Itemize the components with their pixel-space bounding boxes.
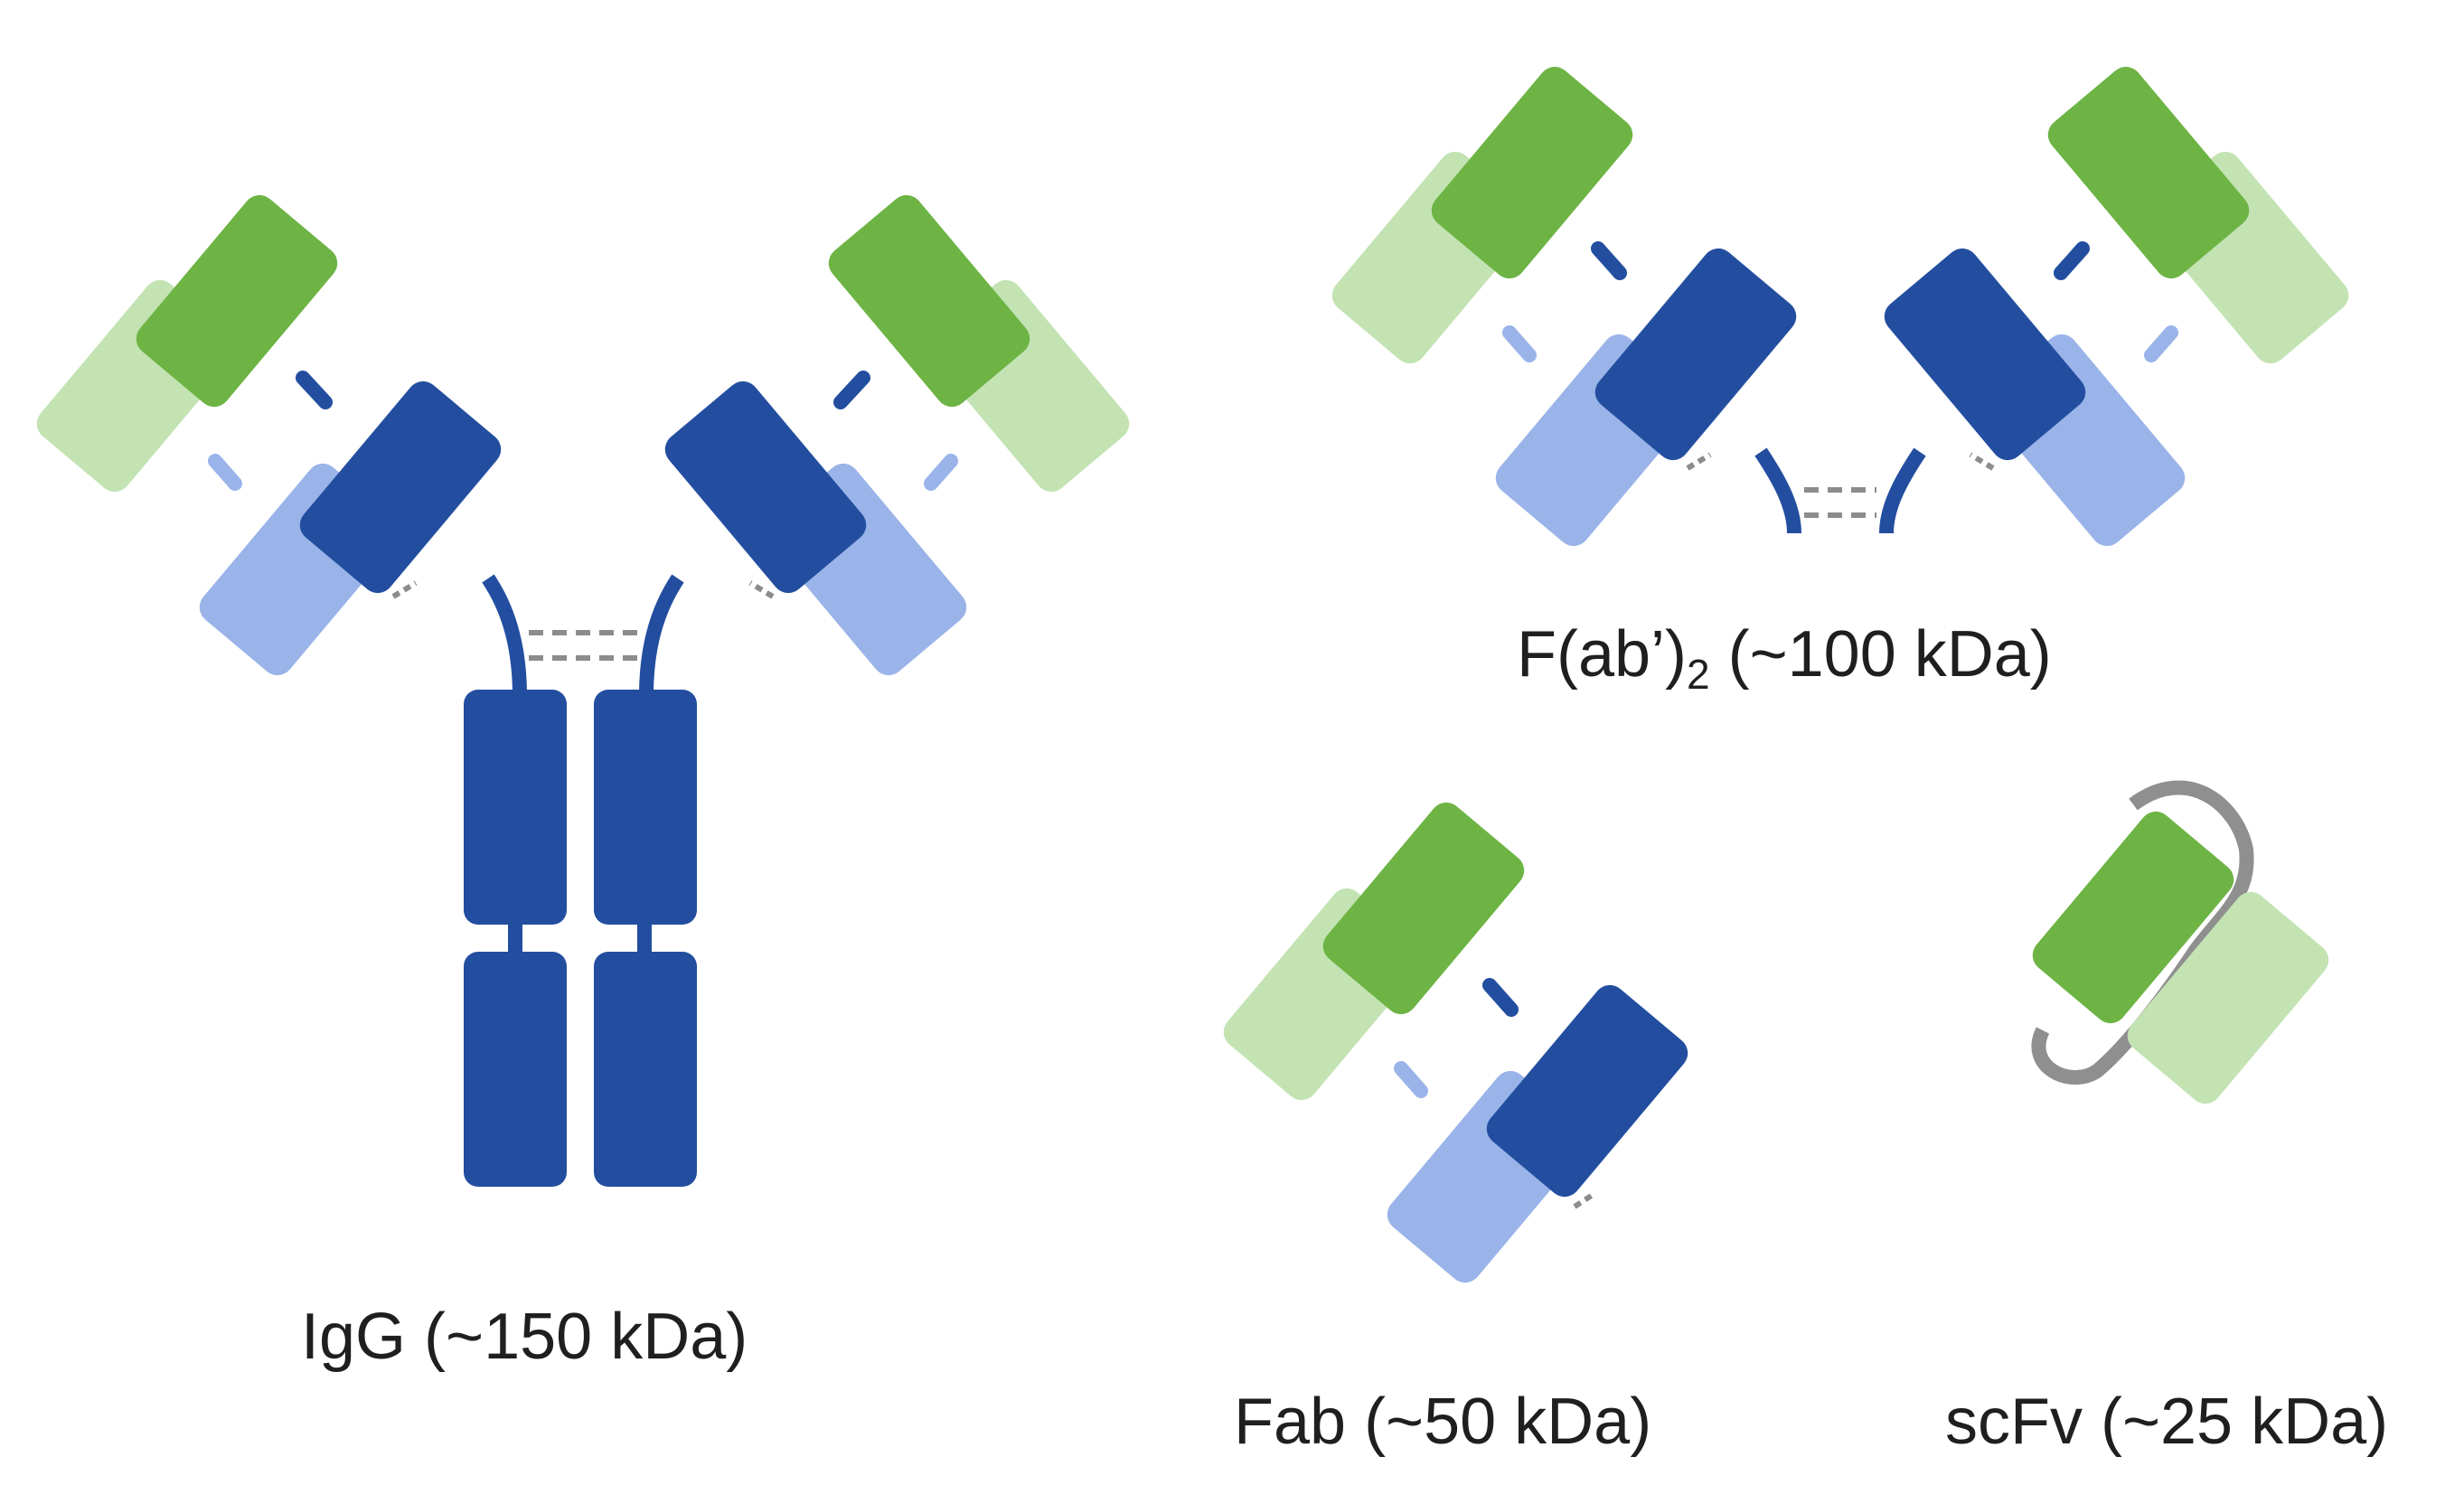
igg-left-arm-light-hinge bbox=[208, 454, 242, 491]
fab2-right-arm-interchain-disulfide bbox=[1969, 452, 1995, 471]
scfv-vl-domain bbox=[2127, 891, 2329, 1104]
fab2-hinge-left bbox=[1754, 447, 1801, 534]
fab-fragment bbox=[1223, 802, 1688, 1283]
fab-ch1-domain bbox=[1486, 984, 1688, 1198]
scfv-fragment bbox=[2031, 780, 2329, 1104]
fab2-left-arm-ch1-domain bbox=[1594, 248, 1797, 461]
igg-left-arm-heavy-hinge bbox=[296, 371, 333, 409]
fab2-right-arm-light-hinge bbox=[2144, 325, 2178, 362]
igg-right-arm-ch1-domain bbox=[664, 381, 867, 594]
igg-right-arm-light-hinge bbox=[924, 454, 958, 491]
igg-hinge-left bbox=[482, 574, 527, 697]
fab-heavy-hinge bbox=[1482, 978, 1519, 1017]
fab2-fragment bbox=[1331, 66, 2349, 547]
igg-ch3-right bbox=[594, 952, 697, 1187]
scfv-label: scFv (~25 kDa) bbox=[1945, 1386, 2389, 1458]
fab2-right-arm-vh-domain bbox=[2047, 66, 2250, 279]
fab2-left-arm-heavy-hinge bbox=[1591, 241, 1627, 280]
igg-ch2-left bbox=[464, 690, 567, 925]
fab-label: Fab (~50 kDa) bbox=[1234, 1386, 1652, 1458]
igg-ch3-left bbox=[464, 952, 567, 1187]
fab2-left-arm-light-hinge bbox=[1502, 325, 1537, 362]
igg-left-arm-ch1-domain bbox=[299, 381, 502, 594]
fab2-label: F(ab’)2 (~100 kDa) bbox=[1517, 618, 2052, 698]
fab2-right-arm-ch1-domain bbox=[1884, 248, 2086, 461]
igg-left-arm-interchain-disulfide bbox=[391, 580, 418, 599]
fab2-hinge-right bbox=[1879, 447, 1926, 534]
igg-label: IgG (~150 kDa) bbox=[301, 1301, 748, 1373]
fab-vh-domain bbox=[1322, 802, 1525, 1015]
fab2-left-arm-interchain-disulfide bbox=[1686, 452, 1712, 471]
fab-light-hinge bbox=[1394, 1061, 1428, 1098]
scfv-vh-domain bbox=[2032, 811, 2234, 1024]
fab2-right-arm-heavy-hinge bbox=[2054, 241, 2090, 280]
igg-hinge-right bbox=[639, 574, 684, 697]
igg-ch2-right bbox=[594, 690, 697, 925]
igg-molecule bbox=[36, 194, 1130, 1187]
igg-left-arm-vh-domain bbox=[136, 194, 338, 408]
fab2-left-arm-vh-domain bbox=[1431, 66, 1633, 279]
igg-right-arm-vh-domain bbox=[828, 194, 1030, 408]
fab-interchain-disulfide bbox=[1573, 1190, 1597, 1209]
igg-right-arm-interchain-disulfide bbox=[748, 580, 775, 599]
igg-right-arm-heavy-hinge bbox=[833, 371, 870, 409]
